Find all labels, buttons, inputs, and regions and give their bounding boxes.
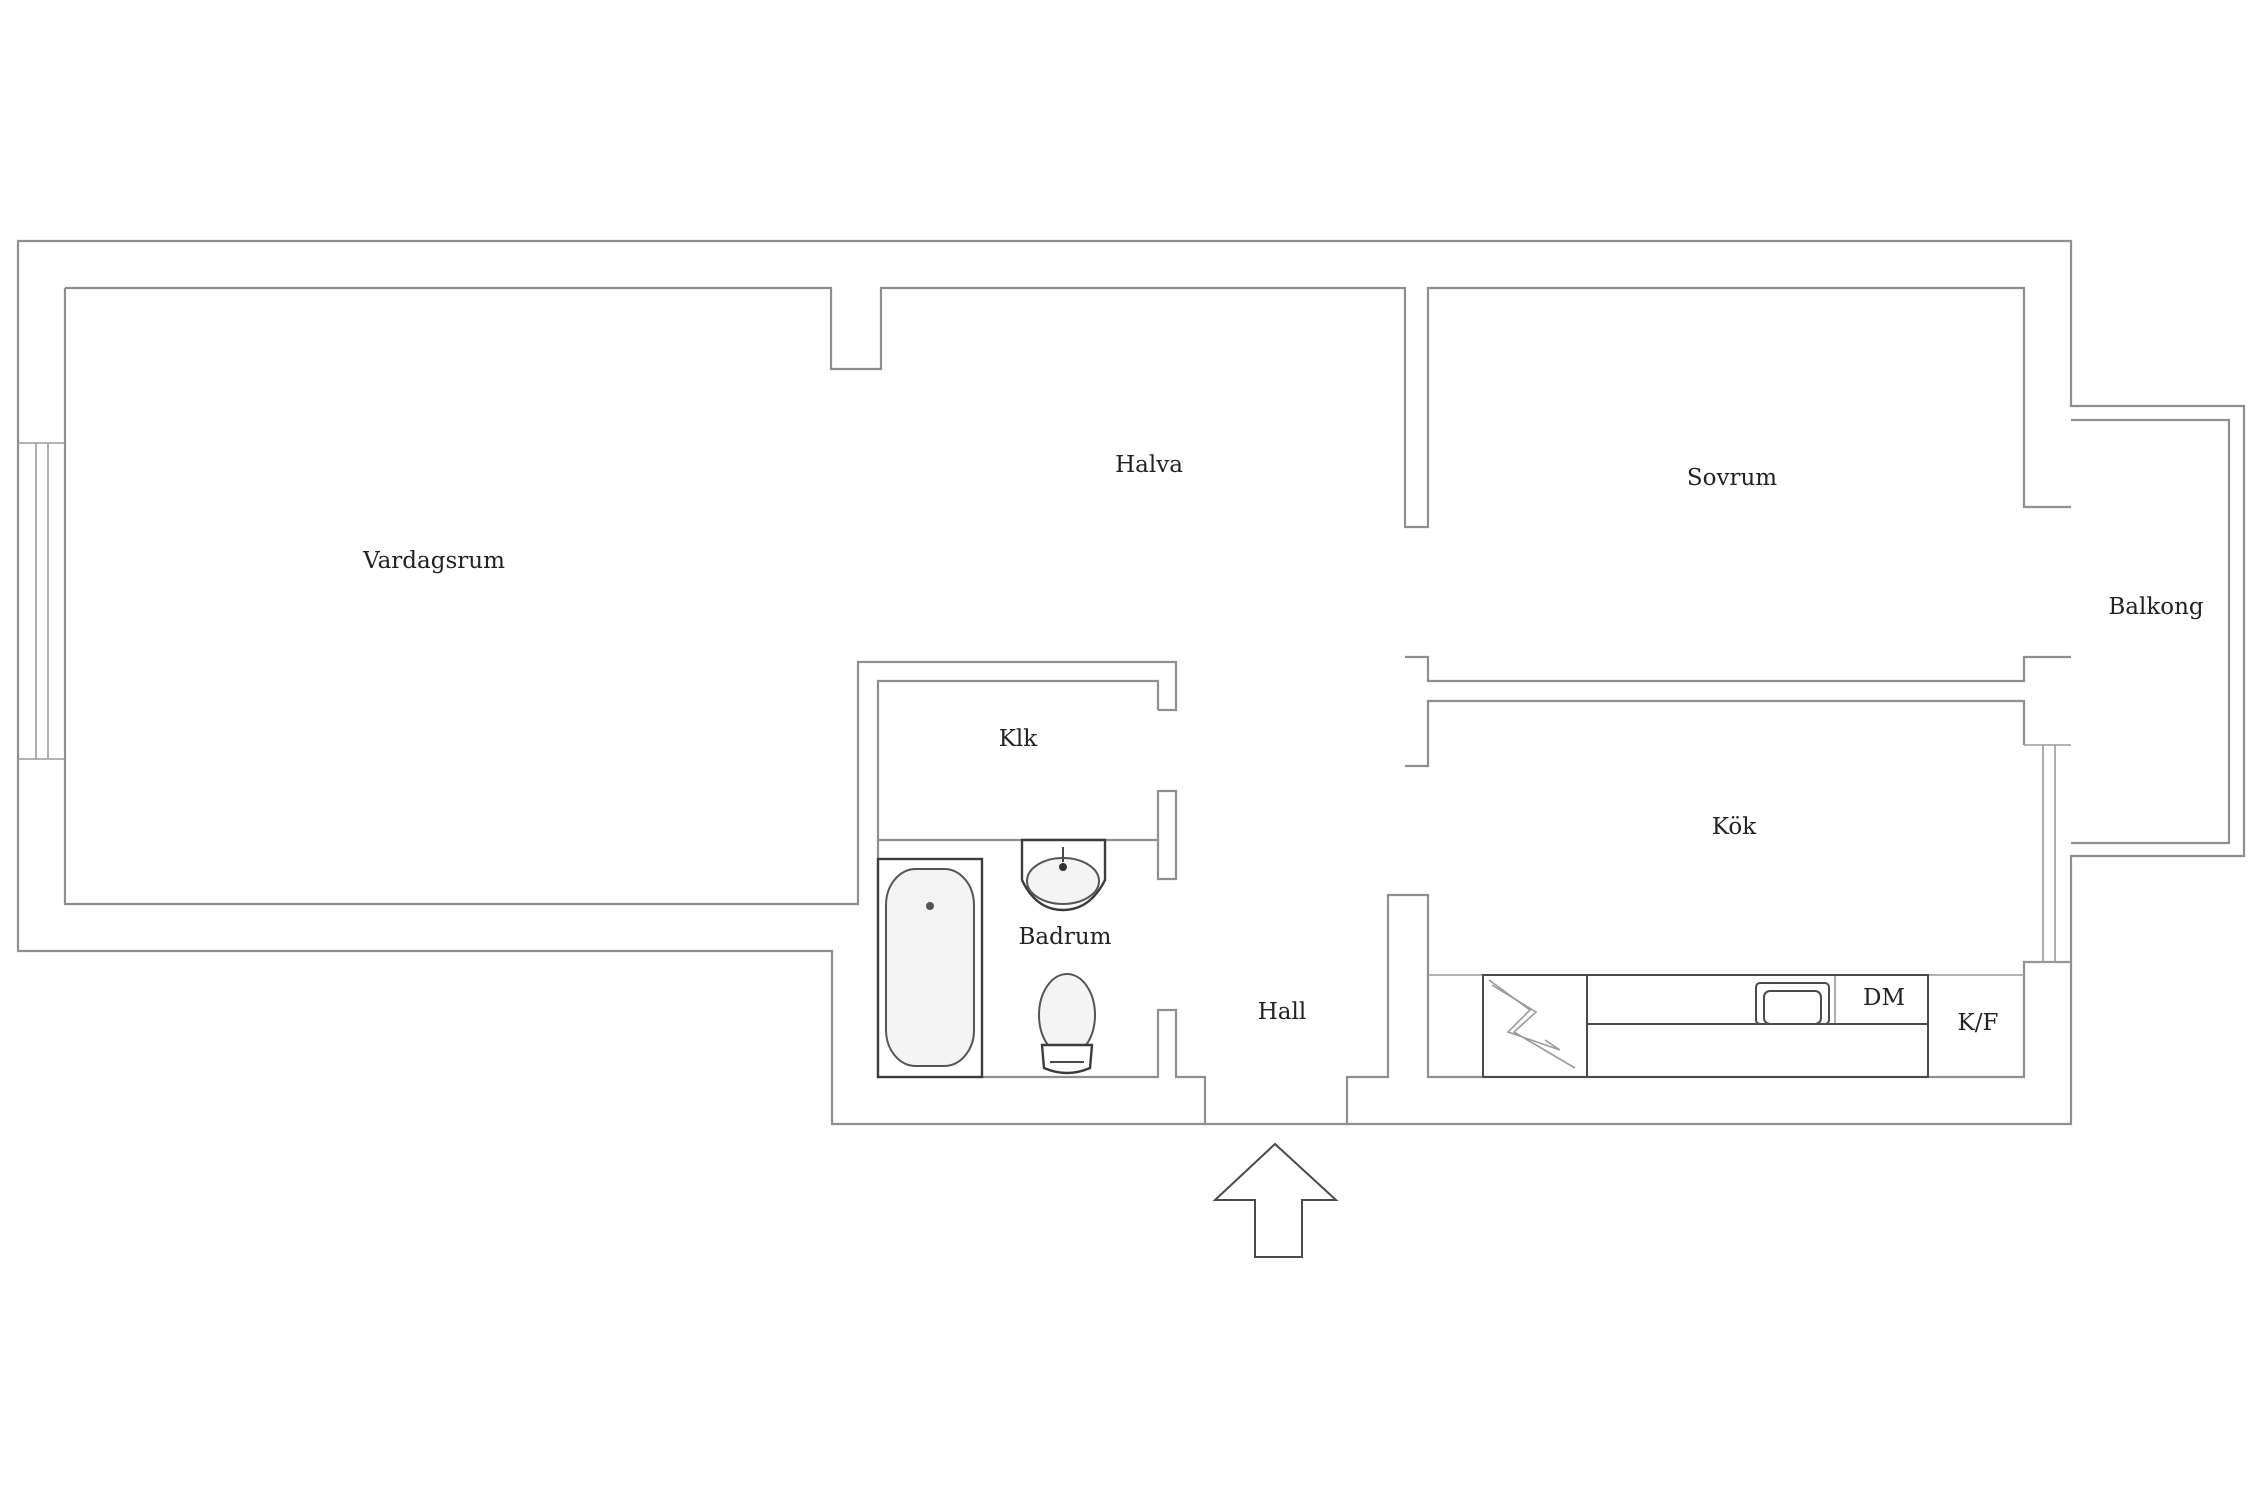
closet-wall [876,679,1178,881]
living-room-wall [65,286,2071,529]
room-label-halva: Halva [1115,452,1183,478]
room-label-kf: K/F [1958,1010,1999,1036]
sink-icon [1020,838,1107,912]
bedroom-lower-wall [1405,655,2071,683]
window-left [18,442,65,760]
room-label-vardagsrum: Vardagsrum [362,548,505,574]
kitchen-counter [1482,974,1929,1078]
room-label-klk: Klk [999,726,1039,752]
room-label-balkong: Balkong [2108,594,2204,620]
room-label-kok: Kök [1712,814,1757,840]
kitchen-sink-icon [1755,982,1830,1025]
room-label-hall: Hall [1258,999,1306,1025]
entrance-arrow-icon [1212,1142,1339,1258]
living-room-wall-lower [63,288,1178,906]
bathtub-icon [876,857,984,1079]
window-kitchen [2024,744,2071,963]
kitchen-upper-wall [1405,699,2026,768]
room-label-badrum: Badrum [1019,924,1112,950]
room-label-sovrum: Sovrum [1687,465,1777,491]
toilet-icon [1038,973,1096,1075]
stove-icon [1482,974,1588,1078]
hall-wall [1345,893,2071,1124]
room-label-dm: DM [1863,985,1905,1011]
outer-wall [16,239,2246,1126]
balcony-rail [2071,418,2231,845]
